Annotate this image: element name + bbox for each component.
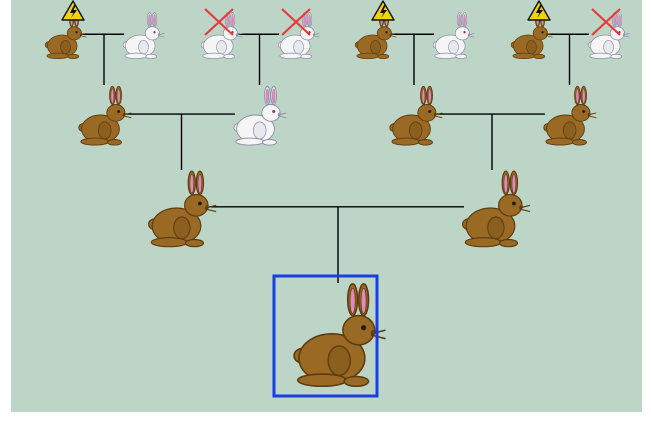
bunny-gp3[interactable] (389, 85, 443, 146)
eye (541, 31, 544, 34)
eye (361, 325, 366, 330)
leg-shading (98, 122, 111, 139)
ear-right (198, 174, 202, 193)
ear-right (117, 89, 120, 104)
bunny-ggp6[interactable] (432, 12, 475, 60)
ear-left (111, 89, 114, 104)
ear-right (512, 174, 516, 193)
ear-left (190, 174, 194, 193)
ear-right (272, 89, 275, 104)
bunny-p-left[interactable] (148, 170, 217, 248)
ear-left (226, 14, 229, 26)
ear-left (458, 14, 461, 26)
ear-left (576, 89, 579, 104)
bunny-ggp8[interactable] (587, 12, 630, 60)
leg-shading (563, 122, 576, 139)
pedigree-panel (11, 0, 642, 412)
leg-shading (487, 217, 504, 239)
leg-shading (253, 122, 266, 139)
eye (75, 31, 78, 34)
bunny-p-right[interactable] (462, 170, 531, 248)
ear-left (303, 14, 306, 26)
eye (385, 31, 388, 34)
eye (428, 110, 431, 113)
leg-shading (409, 122, 422, 139)
ear-right (361, 288, 366, 314)
leg-shading (173, 217, 191, 239)
ear-left (422, 89, 425, 104)
ear-right (231, 14, 234, 26)
eye (117, 110, 120, 113)
leg-shading (216, 40, 227, 54)
eye (198, 201, 202, 206)
bunny-gp2[interactable] (233, 85, 287, 146)
family-lines (82, 33, 590, 283)
leg-shading (370, 40, 381, 54)
ear-right (308, 14, 311, 26)
bunny-ggp3[interactable] (200, 12, 243, 60)
leg-shading (603, 40, 614, 54)
ear-left (504, 174, 508, 193)
ear-left (350, 288, 355, 314)
ear-right (618, 14, 621, 26)
ear-right (428, 89, 431, 104)
eye (463, 31, 466, 34)
eye (153, 31, 156, 34)
leg-shading (138, 40, 149, 54)
leg-shading (526, 40, 537, 54)
pedigree-tree (44, 0, 630, 398)
leg-shading (60, 40, 71, 54)
eye (512, 201, 516, 206)
ear-right (153, 14, 156, 26)
warning-icon (371, 0, 395, 21)
leg-shading (448, 40, 459, 54)
ear-right (463, 14, 466, 26)
eye (582, 110, 585, 113)
bunny-nodes (44, 0, 630, 398)
bunny-gp1[interactable] (78, 85, 132, 146)
ear-left (148, 14, 151, 26)
bunny-offspring[interactable] (293, 282, 387, 388)
bunny-ggp4[interactable] (277, 12, 320, 60)
warning-icon (527, 0, 551, 21)
bunny-ggp2[interactable] (122, 12, 165, 60)
ear-left (613, 14, 616, 26)
ear-right (582, 89, 585, 104)
leg-shading (293, 40, 304, 54)
bunny-gp4[interactable] (543, 85, 597, 146)
leg-shading (328, 346, 351, 376)
eye (272, 110, 275, 113)
ear-left (266, 89, 269, 104)
selection-box (272, 274, 379, 398)
warning-icon (61, 0, 85, 21)
